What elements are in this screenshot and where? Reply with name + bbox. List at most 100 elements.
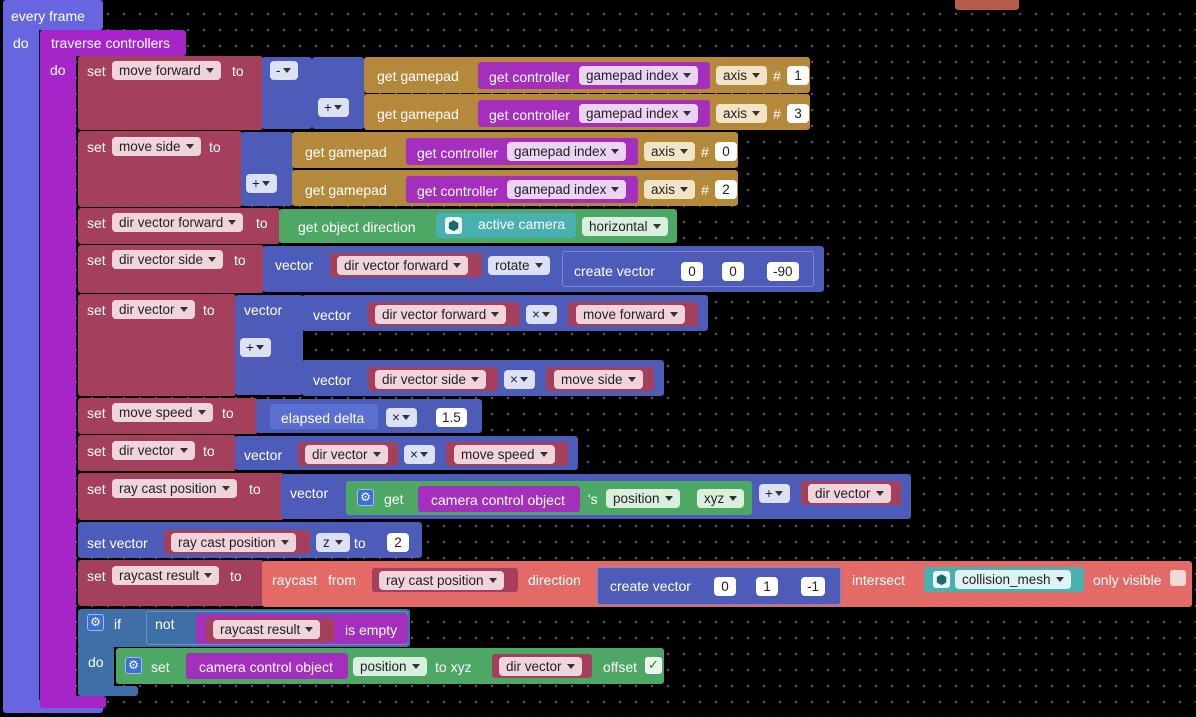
var-dir-vector[interactable]: dir vector bbox=[499, 657, 582, 676]
axis-number[interactable]: 0 bbox=[715, 142, 737, 161]
traverse-controllers-label: traverse controllers bbox=[51, 35, 171, 51]
z-value-number[interactable]: 2 bbox=[387, 533, 409, 552]
only-visible-label: only visible bbox=[1093, 572, 1162, 588]
set-vector-label: set vector bbox=[87, 535, 148, 551]
traverse-controllers-block[interactable] bbox=[40, 30, 186, 56]
raycast-label: raycast bbox=[272, 572, 318, 588]
camera-control-object-label: camera control object bbox=[431, 492, 565, 508]
traverse-controllers-body bbox=[40, 52, 76, 702]
var-move-forward[interactable]: move forward bbox=[576, 305, 685, 324]
gamepad-index-dropdown[interactable]: gamepad index bbox=[579, 104, 699, 123]
hash-label: # bbox=[773, 106, 781, 122]
math-arith-block[interactable] bbox=[312, 57, 364, 129]
every-frame-body bbox=[3, 26, 39, 712]
vector-x[interactable]: 0 bbox=[714, 577, 736, 596]
var-move-side[interactable]: move side bbox=[554, 370, 643, 389]
gear-icon[interactable]: ⚙ bbox=[357, 489, 374, 506]
vector-label: vector bbox=[275, 257, 314, 273]
set-label: set bbox=[87, 139, 106, 155]
gear-icon[interactable]: ⚙ bbox=[125, 657, 142, 674]
component-dropdown[interactable]: z bbox=[316, 533, 350, 552]
active-camera-label: active camera bbox=[478, 216, 566, 232]
var-ray-cast-position[interactable]: ray cast position bbox=[379, 571, 504, 590]
op-times[interactable]: × bbox=[386, 408, 417, 427]
to-label: to bbox=[256, 215, 268, 231]
set-label: set bbox=[151, 659, 170, 675]
speed-factor-number[interactable]: 1.5 bbox=[436, 408, 467, 427]
vector-y[interactable]: 0 bbox=[722, 262, 744, 281]
not-label: not bbox=[155, 616, 175, 632]
property-dropdown[interactable]: position bbox=[606, 489, 680, 508]
axis-dropdown[interactable]: axis bbox=[716, 66, 768, 85]
vector-label: vector bbox=[290, 485, 329, 501]
var-dir-vector[interactable]: dir vector bbox=[112, 300, 195, 319]
axis-dropdown[interactable]: axis bbox=[644, 180, 696, 199]
axis-number[interactable]: 3 bbox=[787, 104, 809, 123]
var-ray-cast-position[interactable]: ray cast position bbox=[171, 533, 296, 552]
direction-mode-dropdown[interactable]: horizontal bbox=[582, 217, 668, 236]
elapsed-delta-block[interactable] bbox=[270, 404, 378, 429]
cube-icon: ⬢ bbox=[445, 217, 462, 234]
get-controller-label: get controller bbox=[489, 107, 570, 123]
var-dir-vector[interactable]: dir vector bbox=[808, 484, 891, 503]
to-label: to bbox=[222, 405, 234, 421]
op-plus[interactable]: + bbox=[240, 338, 271, 357]
property-dropdown[interactable]: position bbox=[353, 657, 427, 676]
var-dir-vector[interactable]: dir vector bbox=[305, 445, 388, 464]
offset-checkbox[interactable]: ✓ bbox=[645, 657, 662, 674]
var-move-speed[interactable]: move speed bbox=[454, 445, 555, 464]
to-label: to bbox=[203, 443, 215, 459]
vector-z[interactable]: -1 bbox=[801, 577, 826, 596]
traverse-controllers-bottom bbox=[40, 696, 106, 708]
var-move-forward[interactable]: move forward bbox=[112, 61, 221, 80]
rotate-dropdown[interactable]: rotate bbox=[488, 256, 550, 275]
hash-label: # bbox=[701, 144, 709, 160]
vector-x[interactable]: 0 bbox=[681, 262, 703, 281]
to-label: to bbox=[203, 302, 215, 318]
gear-icon[interactable]: ⚙ bbox=[87, 614, 104, 631]
to-label: to bbox=[232, 63, 244, 79]
math-arith-block[interactable] bbox=[241, 132, 293, 206]
gamepad-index-dropdown[interactable]: gamepad index bbox=[507, 180, 627, 199]
var-dir-vector-forward[interactable]: dir vector forward bbox=[112, 213, 244, 232]
var-dir-vector-forward[interactable]: dir vector forward bbox=[337, 256, 469, 275]
var-raycast-result[interactable]: raycast result bbox=[213, 620, 321, 639]
only-visible-checkbox[interactable] bbox=[1170, 570, 1186, 586]
var-dir-vector-side[interactable]: dir vector side bbox=[112, 250, 224, 269]
if-label: if bbox=[114, 616, 121, 632]
var-move-side[interactable]: move side bbox=[112, 137, 201, 156]
elapsed-delta-label: elapsed delta bbox=[281, 410, 365, 426]
partial-block[interactable] bbox=[955, 0, 1019, 10]
op-plus[interactable]: + bbox=[759, 484, 790, 503]
gamepad-index-dropdown[interactable]: gamepad index bbox=[507, 142, 627, 161]
var-dir-vector-side[interactable]: dir vector side bbox=[375, 370, 487, 389]
axis-dropdown[interactable]: axis bbox=[716, 104, 768, 123]
op-times[interactable]: × bbox=[504, 370, 535, 389]
camera-control-object-block[interactable] bbox=[418, 486, 580, 512]
var-raycast-result[interactable]: raycast result bbox=[112, 566, 220, 585]
vector-z[interactable]: -90 bbox=[767, 262, 799, 281]
xyz-dropdown[interactable]: xyz bbox=[697, 489, 745, 508]
axis-dropdown[interactable]: axis bbox=[644, 142, 696, 161]
possessive-label: 's bbox=[588, 491, 598, 507]
op-plus[interactable]: + bbox=[318, 98, 349, 117]
op-times[interactable]: × bbox=[404, 445, 435, 464]
create-vector-label: create vector bbox=[574, 263, 655, 279]
camera-control-object-block[interactable] bbox=[186, 653, 348, 679]
every-frame-block[interactable] bbox=[3, 0, 103, 30]
op-times[interactable]: × bbox=[526, 305, 557, 324]
op-minus[interactable]: - bbox=[270, 61, 298, 80]
axis-number[interactable]: 2 bbox=[715, 180, 737, 199]
get-controller-label: get controller bbox=[417, 183, 498, 199]
var-ray-cast-position[interactable]: ray cast position bbox=[112, 479, 237, 498]
var-dir-vector[interactable]: dir vector bbox=[112, 441, 195, 460]
to-label: to bbox=[230, 568, 242, 584]
mesh-dropdown[interactable]: collision_mesh bbox=[955, 570, 1071, 589]
op-plus[interactable]: + bbox=[246, 174, 277, 193]
gamepad-index-dropdown[interactable]: gamepad index bbox=[579, 66, 699, 85]
var-move-speed[interactable]: move speed bbox=[112, 403, 213, 422]
get-gamepad-label: get gamepad bbox=[377, 106, 459, 122]
vector-y[interactable]: 1 bbox=[756, 577, 778, 596]
axis-number[interactable]: 1 bbox=[787, 66, 809, 85]
var-dir-vector-forward[interactable]: dir vector forward bbox=[375, 305, 507, 324]
